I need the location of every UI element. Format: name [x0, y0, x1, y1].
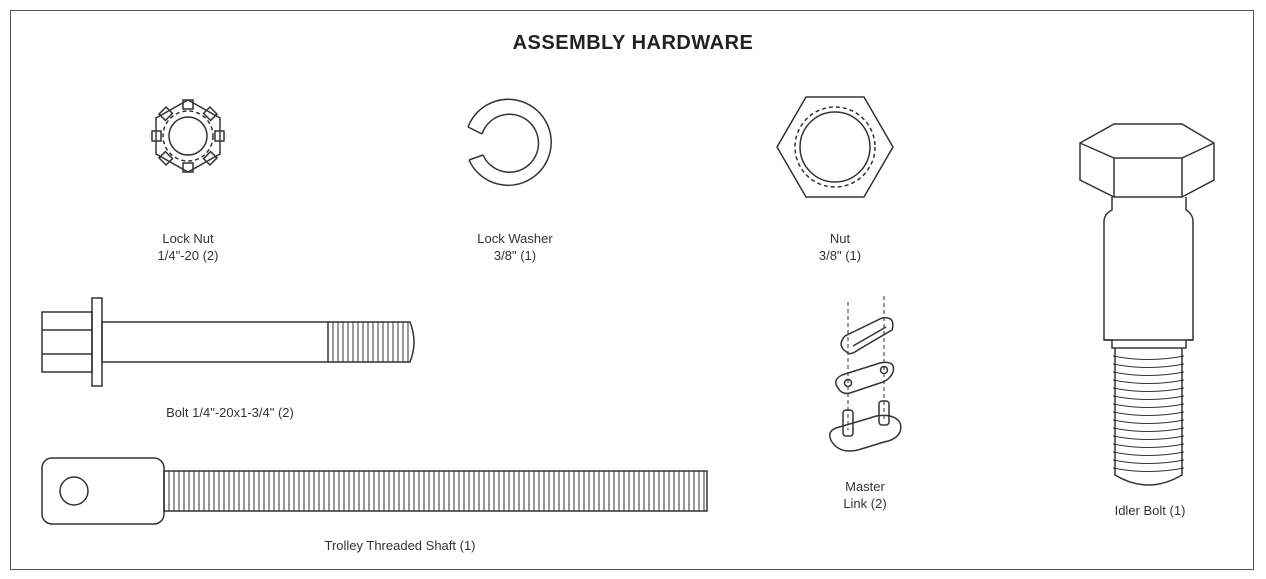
lock-nut-spec: 1/4"-20 (2)	[157, 248, 219, 263]
nut-spec: 3/8" (1)	[818, 248, 862, 263]
shaft-threads	[169, 471, 704, 511]
trolley-threaded-shaft-drawing	[42, 458, 707, 524]
lock-washer-spec: 3/8" (1)	[493, 248, 537, 263]
bolt-drawing	[42, 298, 414, 386]
lock-nut-drawing	[152, 100, 224, 172]
lock-nut-label: Lock Nut 1/4"-20 (2)	[138, 230, 238, 264]
master-link-plate	[836, 362, 894, 393]
master-link-line2: Link (2)	[843, 496, 887, 511]
nut-label: Nut 3/8" (1)	[800, 230, 880, 264]
lock-nut-name: Lock Nut	[162, 231, 214, 246]
bolt-threads	[333, 322, 408, 362]
master-link-line1: Master	[845, 479, 885, 494]
nut-drawing	[777, 97, 893, 197]
bolt-label: Bolt 1/4"-20x1-3/4" (2)	[166, 405, 294, 420]
lock-washer-drawing	[468, 99, 551, 185]
trolley-threaded-shaft-label: Trolley Threaded Shaft (1)	[324, 538, 476, 553]
diagram-frame	[10, 10, 1254, 570]
lock-washer-name: Lock Washer	[477, 231, 553, 246]
master-link-clip	[841, 318, 893, 354]
idler-bolt-label: Idler Bolt (1)	[1114, 503, 1186, 518]
master-link-drawing	[830, 296, 901, 451]
diagram-title: ASSEMBLY HARDWARE	[512, 32, 754, 54]
master-link-label: Master Link (2)	[820, 478, 910, 512]
nut-name: Nut	[829, 231, 851, 246]
lock-washer-label: Lock Washer 3/8" (1)	[455, 230, 575, 264]
idler-bolt-threads	[1113, 348, 1184, 485]
idler-bolt-drawing	[1080, 124, 1214, 485]
lock-nut-teeth	[152, 100, 224, 172]
master-link-pins	[830, 401, 901, 451]
